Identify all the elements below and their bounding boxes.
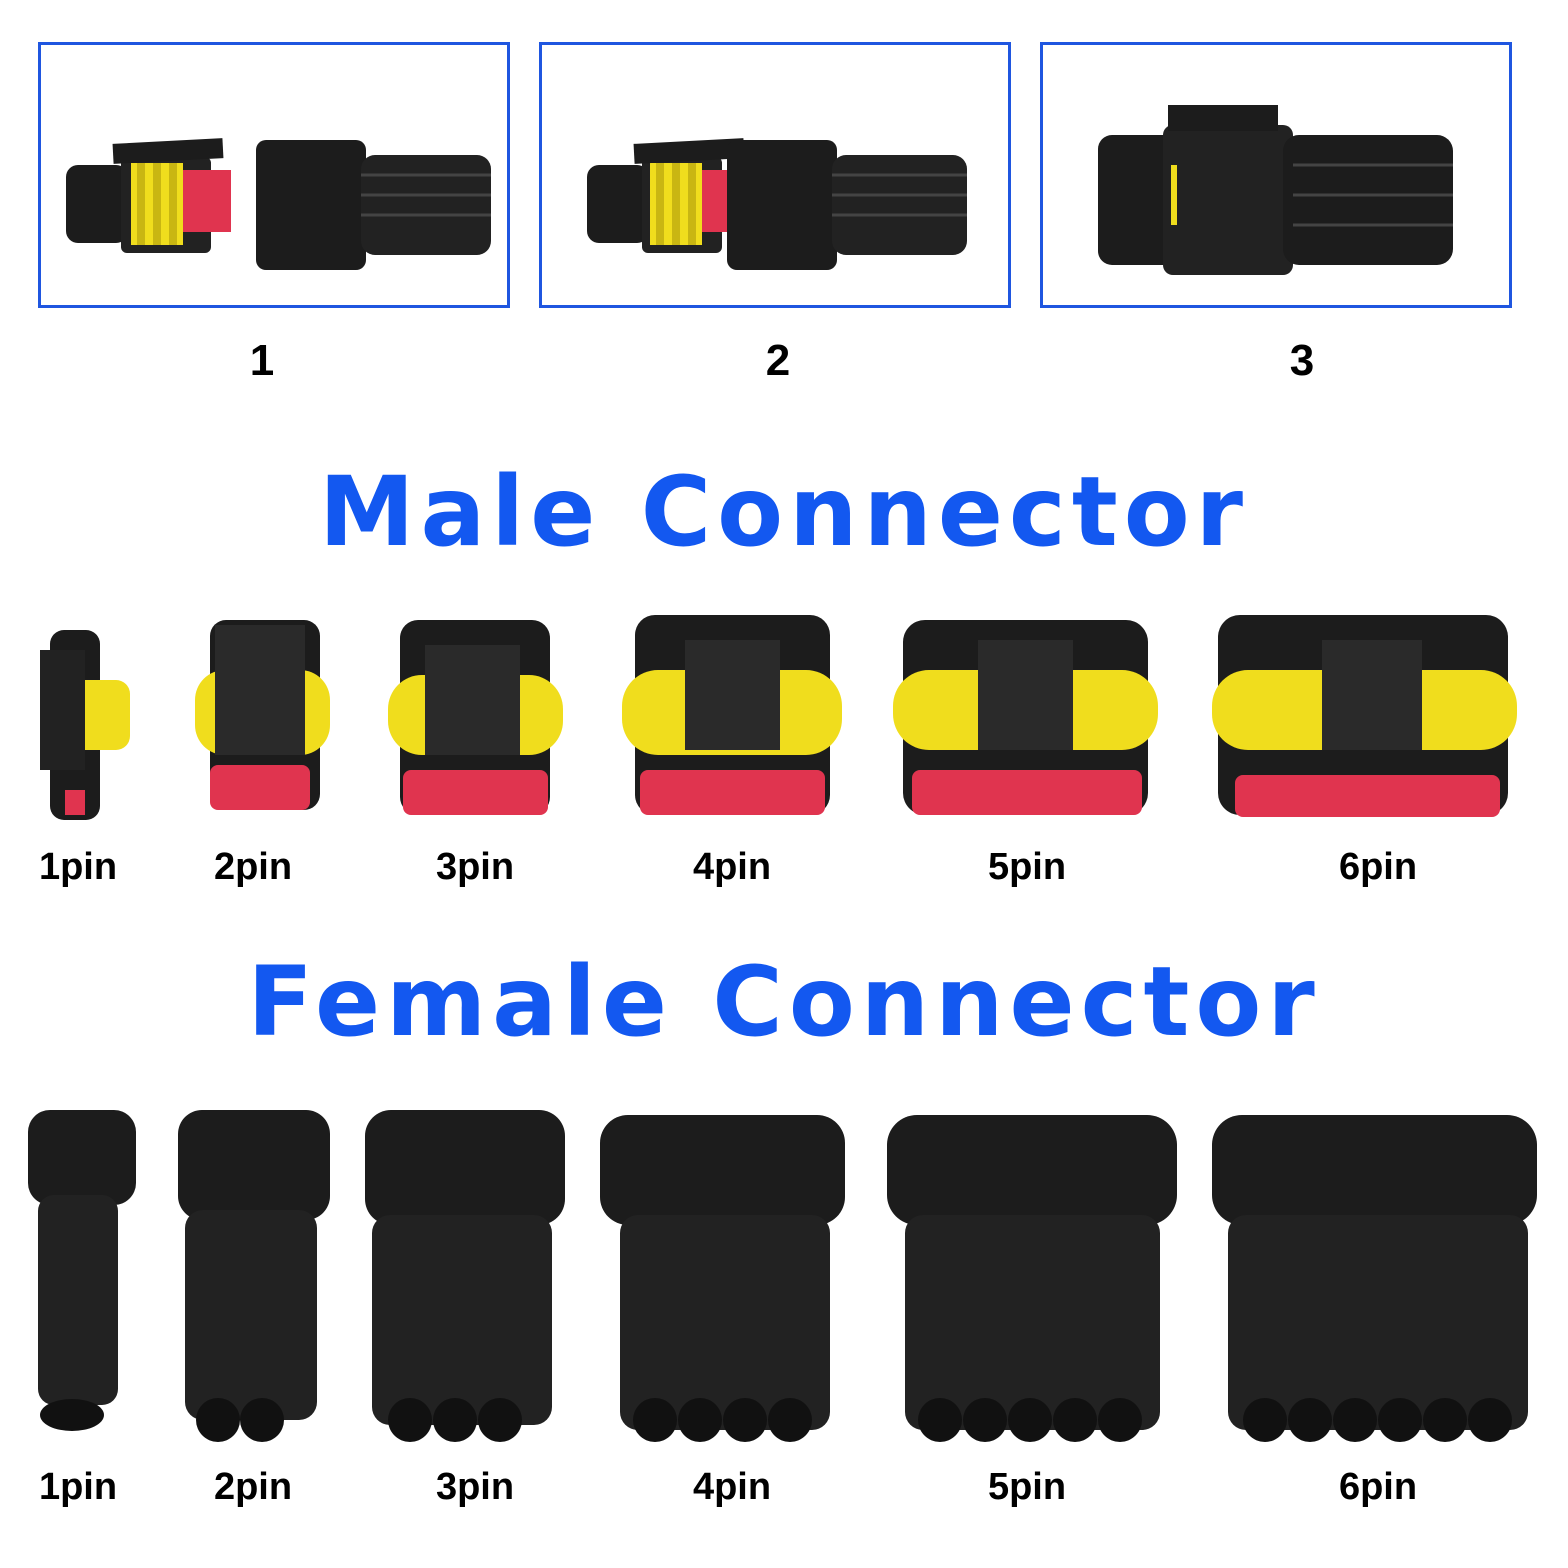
male-connectors-row xyxy=(40,615,1517,820)
male-label-3pin: 3pin xyxy=(435,846,515,888)
step-number-1: 1 xyxy=(249,336,275,385)
male-4pin-connector xyxy=(622,615,842,815)
female-connector-heading: Female Connector xyxy=(247,946,1321,1058)
male-label-1pin: 1pin xyxy=(38,846,118,888)
step-3-photo xyxy=(1098,105,1453,275)
male-label-5pin: 5pin xyxy=(987,846,1067,888)
male-label-6pin: 6pin xyxy=(1338,846,1418,888)
step-box-3 xyxy=(1040,42,1512,308)
female-1pin-connector xyxy=(28,1110,136,1431)
male-1pin-connector xyxy=(40,630,130,820)
female-6pin-connector xyxy=(1212,1115,1537,1442)
step-2-photo xyxy=(587,138,967,270)
step-number-3: 3 xyxy=(1289,336,1315,385)
step-1-photo xyxy=(66,138,491,270)
female-5pin-connector xyxy=(887,1115,1177,1442)
female-label-2pin: 2pin xyxy=(213,1466,293,1508)
female-label-5pin: 5pin xyxy=(987,1466,1067,1508)
male-label-2pin: 2pin xyxy=(213,846,293,888)
male-label-4pin: 4pin xyxy=(692,846,772,888)
female-4pin-connector xyxy=(600,1115,845,1442)
male-5pin-connector xyxy=(893,620,1158,815)
female-label-1pin: 1pin xyxy=(38,1466,118,1508)
male-2pin-connector xyxy=(195,620,330,810)
male-connector-heading: Male Connector xyxy=(318,456,1250,568)
female-3pin-connector xyxy=(365,1110,565,1442)
female-label-3pin: 3pin xyxy=(435,1466,515,1508)
step-box-2 xyxy=(539,42,1011,308)
male-3pin-connector xyxy=(388,620,563,815)
male-6pin-connector xyxy=(1212,615,1517,817)
female-2pin-connector xyxy=(178,1110,330,1442)
female-connectors-row xyxy=(28,1110,1537,1442)
female-label-6pin: 6pin xyxy=(1338,1466,1418,1508)
step-number-2: 2 xyxy=(765,336,791,385)
step-box-1 xyxy=(38,42,510,308)
female-label-4pin: 4pin xyxy=(692,1466,772,1508)
